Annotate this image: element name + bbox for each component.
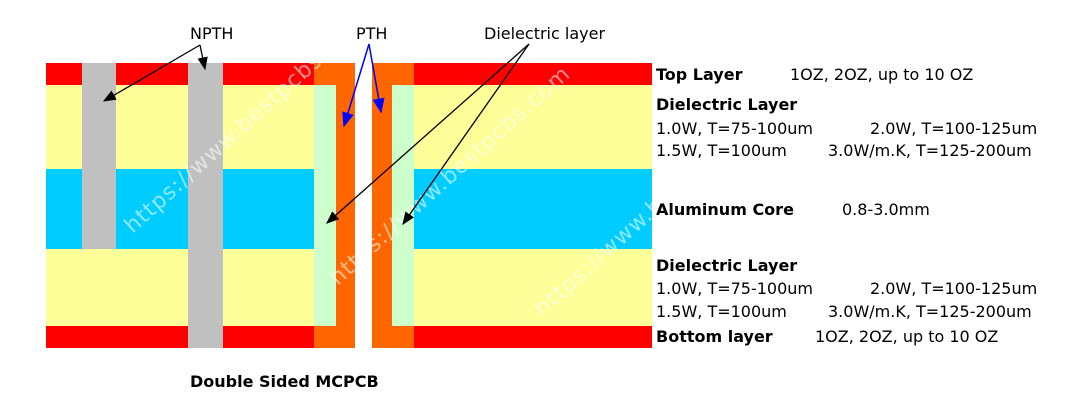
aluminum-core-name: Aluminum Core — [656, 200, 794, 219]
upper-dielectric-1b: 2.0W, T=100-125um — [870, 119, 1038, 138]
lower-dielectric-1b: 2.0W, T=100-125um — [870, 279, 1038, 298]
pth-hole-dielectric-left-inner — [314, 85, 336, 326]
npth-arrow-left — [102, 44, 201, 102]
bottom-layer-value: 1OZ, 2OZ, up to 10 OZ — [815, 327, 999, 346]
pth-label: PTH — [356, 24, 388, 43]
upper-dielectric-right — [414, 85, 652, 169]
npth-through-hole — [188, 63, 223, 348]
lower-dielectric-1a: 1.0W, T=75-100um — [656, 279, 814, 298]
lower-dielectric-left — [46, 249, 314, 326]
dielectric-arrow-left — [326, 43, 530, 224]
diagram-caption: Double Sided MCPCB — [190, 372, 379, 391]
bottom-layer-name: Bottom layer — [656, 327, 773, 346]
upper-dielectric-1a: 1.0W, T=75-100um — [656, 119, 814, 138]
top-layer-name: Top Layer — [656, 65, 743, 84]
top-copper-right — [414, 63, 652, 85]
bottom-copper-right — [414, 326, 652, 348]
aluminum-core-right — [414, 169, 652, 249]
upper-dielectric-name: Dielectric Layer — [656, 95, 798, 114]
bottom-copper-left — [46, 326, 314, 348]
npth-arrow-right — [197, 44, 208, 71]
lower-dielectric-2a: 1.5W, T=100um — [656, 302, 787, 321]
pth-hole-dielectric-right — [392, 85, 414, 326]
upper-dielectric-2b: 3.0W/m.K, T=125-200um — [828, 141, 1032, 160]
aluminum-core-value: 0.8-3.0mm — [842, 200, 930, 219]
lower-dielectric-2b: 3.0W/m.K, T=125-200um — [828, 302, 1032, 321]
npth-label: NPTH — [190, 24, 234, 43]
dielectric-arrow-right — [402, 43, 530, 226]
upper-dielectric-2a: 1.5W, T=100um — [656, 141, 787, 160]
lower-dielectric-right — [414, 249, 652, 326]
pth-arrow-right — [368, 43, 385, 114]
lower-dielectric-name: Dielectric Layer — [656, 256, 798, 275]
pth-arrow-left — [342, 43, 370, 128]
dielectric-layer-label: Dielectric layer — [484, 24, 606, 43]
top-layer-value: 1OZ, 2OZ, up to 10 OZ — [790, 65, 974, 84]
